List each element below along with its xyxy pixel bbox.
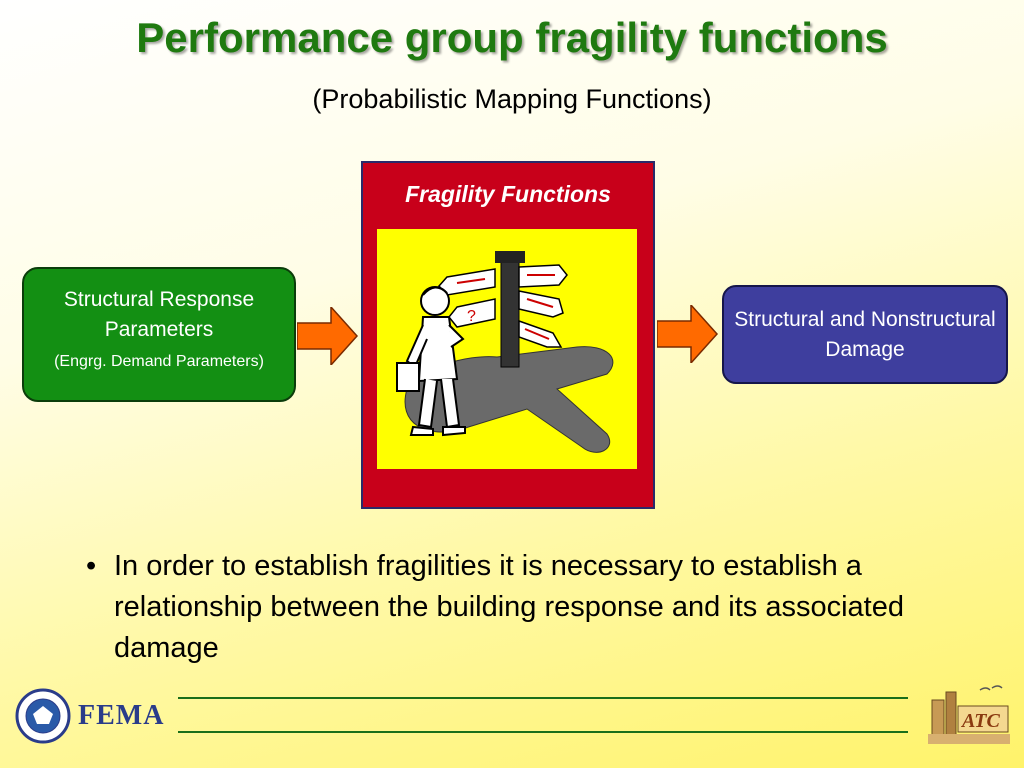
atc-logo-text: ATC	[960, 710, 1000, 732]
atc-logo-icon: ATC	[928, 685, 1010, 744]
illustration-panel: ?	[377, 229, 637, 469]
fragility-functions-label: Fragility Functions	[405, 181, 611, 207]
slide-title: Performance group fragility functions	[136, 14, 888, 61]
bullet-text: In order to establish fragilities it is …	[114, 550, 904, 664]
engineering-demand-label: (Engrg. Demand Parameters)	[54, 353, 264, 370]
fema-logo-text: FEMA	[78, 700, 165, 731]
footer-divider	[178, 697, 908, 699]
svg-text:?: ?	[467, 308, 476, 325]
arrow-right-icon	[657, 305, 719, 363]
damage-label: Structural and Nonstructural Damage	[734, 308, 996, 361]
slide-subtitle: (Probabilistic Mapping Functions)	[312, 84, 712, 114]
bullet-item: • In order to establish fragilities it i…	[86, 546, 986, 669]
fragility-functions-box: Fragility Functions ?	[361, 161, 655, 509]
bullet-dot: •	[86, 550, 97, 582]
structural-response-box: Structural Response Parameters (Engrg. D…	[22, 267, 296, 402]
damage-box: Structural and Nonstructural Damage	[722, 285, 1008, 384]
footer-divider	[178, 731, 908, 733]
dhs-seal-icon	[15, 688, 71, 744]
arrow-right-icon	[297, 307, 359, 365]
confused-man-at-signpost-icon: ?	[396, 251, 614, 453]
structural-response-label: Structural Response Parameters	[63, 288, 255, 341]
